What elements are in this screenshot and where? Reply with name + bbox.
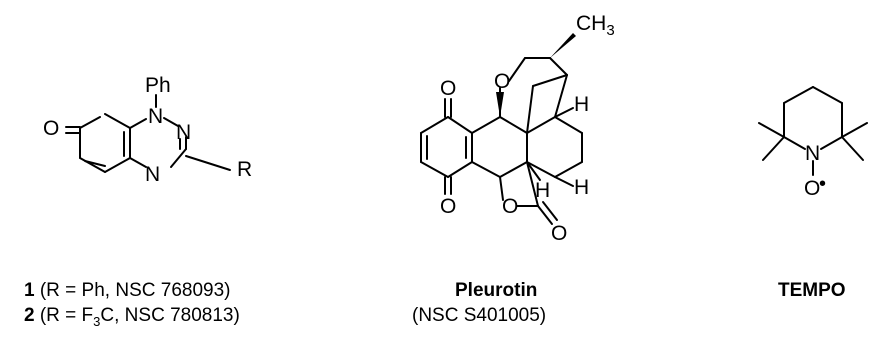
atom-label-hydrogen-2: H xyxy=(574,176,589,199)
compound-2-caption: 2 (R = F3C, NSC 780813) xyxy=(24,303,240,334)
benzotriazinone-atom-labels: O N N N Ph R xyxy=(43,74,252,186)
compound-2-detail: (R = F3C, NSC 780813) xyxy=(39,305,240,329)
atom-label-oxygen: O xyxy=(43,117,59,140)
pleurotin-code: (NSC S401005) xyxy=(412,305,547,326)
compound-1-caption: 1 (R = Ph, NSC 768093) xyxy=(24,278,230,303)
tempo-atom-labels: N O • xyxy=(804,142,826,200)
benzotriazinone-structure xyxy=(65,94,231,173)
compound-1-detail: (R = Ph, NSC 768093) xyxy=(39,280,231,301)
pleurotin-atom-labels: O O O O O CH3 H H H xyxy=(440,12,615,245)
atom-label-methyl: CH3 xyxy=(576,12,615,39)
atom-label-quinone-oxygen-bottom: O xyxy=(440,195,456,218)
atom-label-nitrogen-1: N xyxy=(148,105,163,128)
atom-label-ether-oxygen: O xyxy=(494,70,510,93)
atom-label-hydrogen-1: H xyxy=(574,93,589,116)
radical-dot: • xyxy=(819,173,826,195)
tempo-name: TEMPO xyxy=(778,280,846,301)
atom-label-hydrogen-3: H xyxy=(535,179,550,202)
atom-label-nitrogen-2: N xyxy=(176,121,191,144)
atom-label-lactone-oxygen: O xyxy=(502,195,518,218)
atom-label-phenyl: Ph xyxy=(145,74,171,97)
atom-label-r-group: R xyxy=(237,158,252,181)
atom-label-methyl-subscript: 3 xyxy=(606,22,614,39)
compound-2-number: 2 xyxy=(24,305,35,326)
compound-2-subscript: 3 xyxy=(93,313,101,329)
pleurotin-stereo-wedges xyxy=(496,33,576,117)
atom-label-nitrogen-4: N xyxy=(145,163,160,186)
methyl-wedge xyxy=(550,33,576,58)
atom-label-carbonyl-oxygen: O xyxy=(551,222,567,245)
atom-label-tempo-oxygen: O xyxy=(804,177,820,200)
atom-label-quinone-oxygen-top: O xyxy=(440,77,456,100)
compound-1-number: 1 xyxy=(24,280,35,301)
tempo-structure xyxy=(758,86,868,176)
atom-label-tempo-nitrogen: N xyxy=(805,142,820,165)
pleurotin-name: Pleurotin xyxy=(455,280,538,301)
ether-wedge xyxy=(496,92,504,117)
